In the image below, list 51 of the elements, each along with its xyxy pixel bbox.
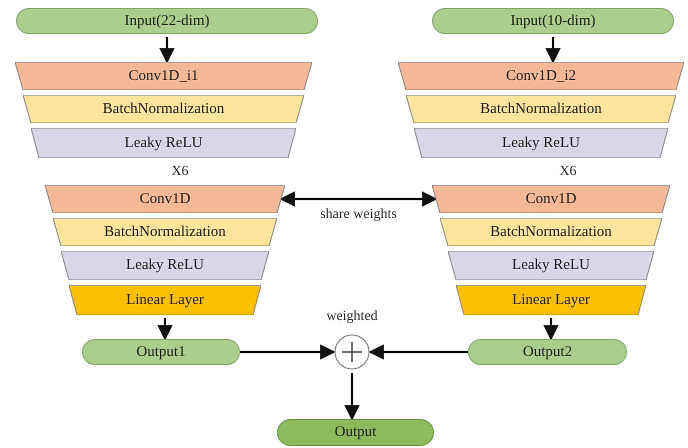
arrow: [543, 318, 559, 341]
activation-block: [448, 251, 654, 280]
batch-norm-block: [23, 95, 304, 123]
repeat-label: X6: [171, 165, 189, 179]
sum-circle: [334, 334, 370, 370]
io-pill: [277, 419, 434, 446]
arrow: [545, 37, 561, 64]
node-label: Conv1D: [140, 192, 190, 206]
io-pill: [82, 339, 240, 365]
arrow: [159, 37, 175, 64]
node-label: BatchNormalization: [104, 224, 226, 240]
node-label: BatchNormalization: [102, 102, 224, 116]
node-label: Output: [334, 425, 376, 440]
batch-norm-block: [406, 95, 676, 123]
batch-norm-block: [53, 218, 277, 246]
io-pill: [432, 8, 674, 34]
node-label: Output2: [522, 344, 572, 360]
conv-layer-block: [398, 62, 684, 90]
conv-layer-block: [45, 185, 285, 213]
node-label: Linear Layer: [512, 292, 590, 308]
batch-norm-block: [440, 218, 662, 246]
activation-block: [414, 128, 668, 158]
node-label: Linear Layer: [126, 292, 204, 308]
node-label: BatchNormalization: [490, 224, 612, 240]
arrow: [368, 344, 468, 360]
node-label: Conv1D_i2: [506, 68, 576, 84]
conv-layer-block: [15, 62, 312, 90]
arrow: [344, 373, 360, 421]
arrow: [279, 191, 438, 207]
edge-label: share weights: [320, 208, 397, 222]
io-pill: [468, 339, 627, 365]
node-label: Input(22-dim): [124, 14, 210, 28]
arrow: [157, 318, 173, 341]
node-label: Output1: [136, 344, 186, 360]
linear-layer-block: [69, 285, 261, 315]
node-label: Leaky ReLU: [512, 258, 590, 273]
repeat-label: X6: [559, 165, 577, 179]
node-label: Conv1D: [526, 192, 576, 206]
node-caption: weighted: [326, 310, 378, 324]
activation-block: [61, 251, 269, 280]
activation-block: [31, 128, 296, 158]
conv-layer-block: [432, 185, 670, 213]
arrow: [240, 344, 336, 360]
node-label: Input(10-dim): [510, 14, 596, 28]
node-label: Leaky ReLU: [124, 136, 202, 150]
node-label: Conv1D_i1: [128, 68, 198, 84]
node-label: Leaky ReLU: [126, 258, 204, 273]
linear-layer-block: [456, 285, 646, 315]
node-label: Leaky ReLU: [502, 136, 580, 150]
io-pill: [16, 8, 318, 34]
node-label: BatchNormalization: [480, 102, 602, 116]
